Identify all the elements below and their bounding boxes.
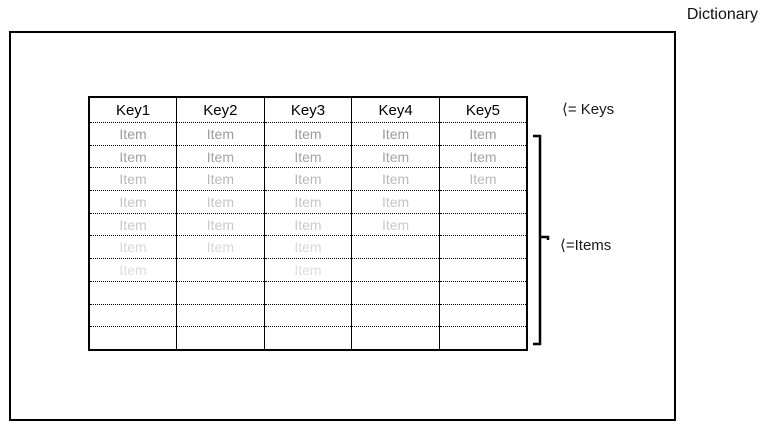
- item-cell: Item: [263, 258, 352, 282]
- item-cell: Item: [176, 212, 265, 236]
- item-row: Item Item: [89, 258, 527, 282]
- items-brace: [533, 134, 550, 346]
- item-cell: Item: [89, 190, 177, 214]
- item-cell: Item: [263, 235, 352, 259]
- empty-cell: [438, 280, 527, 304]
- empty-cell: [176, 303, 265, 327]
- items-annotation: ⟨=Items: [560, 237, 612, 254]
- item-cell: Item: [176, 235, 265, 259]
- empty-cell: [176, 326, 265, 350]
- item-cell: Item: [89, 258, 177, 282]
- item-cell: Item: [438, 122, 527, 146]
- empty-cell: [176, 258, 265, 282]
- empty-cell: [438, 235, 527, 259]
- empty-cell: [438, 190, 527, 214]
- empty-cell: [176, 280, 265, 304]
- item-cell: Item: [176, 144, 265, 168]
- key-header-cell: Key2: [176, 97, 265, 123]
- empty-cell: [351, 303, 440, 327]
- empty-cell: [263, 326, 352, 350]
- item-cell: Item: [351, 122, 440, 146]
- item-cell: Item: [263, 122, 352, 146]
- empty-cell: [351, 280, 440, 304]
- empty-cell: [89, 326, 177, 350]
- item-cell: Item: [438, 144, 527, 168]
- item-cell: Item: [89, 212, 177, 236]
- item-row: [89, 326, 527, 350]
- empty-cell: [438, 212, 527, 236]
- empty-cell: [351, 235, 440, 259]
- keys-annotation: ⟨= Keys: [562, 101, 615, 118]
- empty-cell: [263, 303, 352, 327]
- key-header-cell: Key5: [438, 97, 527, 123]
- item-row: [89, 280, 527, 304]
- empty-cell: [89, 280, 177, 304]
- item-cell: Item: [176, 167, 265, 191]
- empty-cell: [438, 258, 527, 282]
- diagram-title: Dictionary: [686, 6, 758, 23]
- key-header-cell: Key3: [263, 97, 352, 123]
- item-cell: Item: [89, 122, 177, 146]
- item-cell: Item: [89, 167, 177, 191]
- item-row: [89, 303, 527, 327]
- empty-cell: [89, 303, 177, 327]
- item-cell: Item: [351, 212, 440, 236]
- item-cell: Item: [176, 122, 265, 146]
- item-cell: Item: [351, 190, 440, 214]
- item-cell: Item: [351, 144, 440, 168]
- outer-frame: [9, 31, 676, 421]
- empty-cell: [351, 258, 440, 282]
- item-cell: Item: [263, 190, 352, 214]
- item-cell: Item: [263, 144, 352, 168]
- item-cell: Item: [89, 235, 177, 259]
- key-header-cell: Key4: [351, 97, 440, 123]
- item-cell: Item: [438, 167, 527, 191]
- empty-cell: [263, 280, 352, 304]
- key-header-cell: Key1: [115, 101, 151, 119]
- empty-cell: [438, 326, 527, 350]
- empty-cell: [438, 303, 527, 327]
- item-cell: Item: [351, 167, 440, 191]
- item-cell: Item: [176, 190, 265, 214]
- item-cell: Item: [263, 212, 352, 236]
- item-cell: Item: [263, 167, 352, 191]
- empty-cell: [351, 326, 440, 350]
- brace-path: [533, 134, 550, 346]
- item-cell: Item: [89, 144, 177, 168]
